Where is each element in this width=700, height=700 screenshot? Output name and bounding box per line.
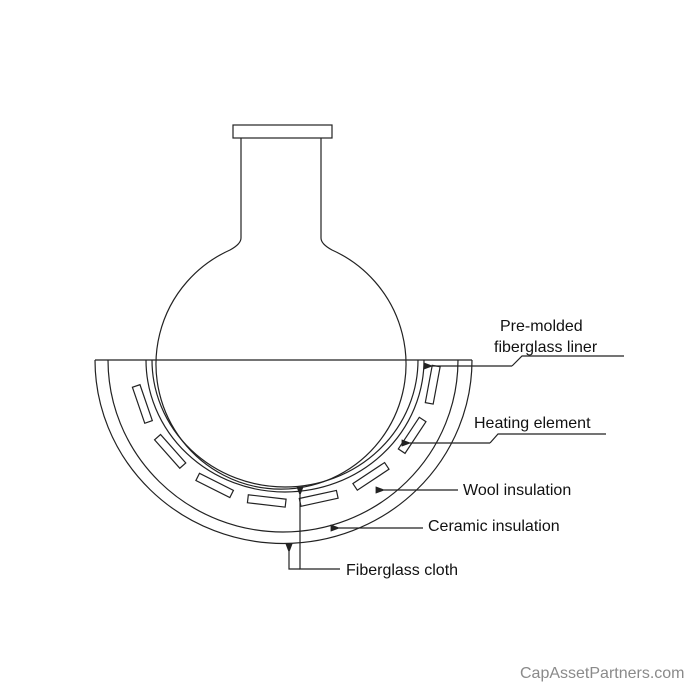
arrow-cloth-inner — [296, 486, 340, 570]
arrow-cloth-outer — [285, 543, 300, 570]
heating-element-segment — [397, 416, 427, 455]
leader-heating — [489, 433, 606, 444]
liner-inner — [151, 359, 419, 488]
flask-lip — [232, 124, 333, 139]
heating-element-segment — [352, 461, 390, 492]
ceramic-insulation-boundary — [107, 359, 459, 533]
flask-body — [155, 138, 407, 490]
heating-element-segment — [246, 494, 287, 508]
label-wool-insulation: Wool insulation — [463, 482, 572, 499]
flask — [155, 124, 407, 490]
heating-element-segment — [153, 433, 187, 470]
heating-element-segments — [131, 364, 441, 508]
label-liner-line1: Pre-molded — [500, 318, 583, 335]
heating-mantle — [94, 359, 473, 545]
label-fiberglass-cloth: Fiberglass cloth — [346, 562, 459, 579]
heating-element-segment — [195, 472, 235, 499]
leader-liner — [511, 355, 624, 367]
liner-outer — [145, 359, 425, 493]
fiberglass-cloth-outer — [94, 359, 473, 545]
heating-element-segment — [131, 383, 154, 424]
heating-element-segment — [298, 489, 339, 508]
label-ceramic-insulation: Ceramic insulation — [428, 518, 560, 535]
label-liner-line2: fiberglass liner — [494, 339, 598, 356]
heating-element-segment — [424, 364, 441, 405]
watermark: CapAssetPartners.com — [520, 665, 685, 682]
label-heating-element: Heating element — [474, 415, 591, 432]
leader-lines — [285, 355, 624, 570]
